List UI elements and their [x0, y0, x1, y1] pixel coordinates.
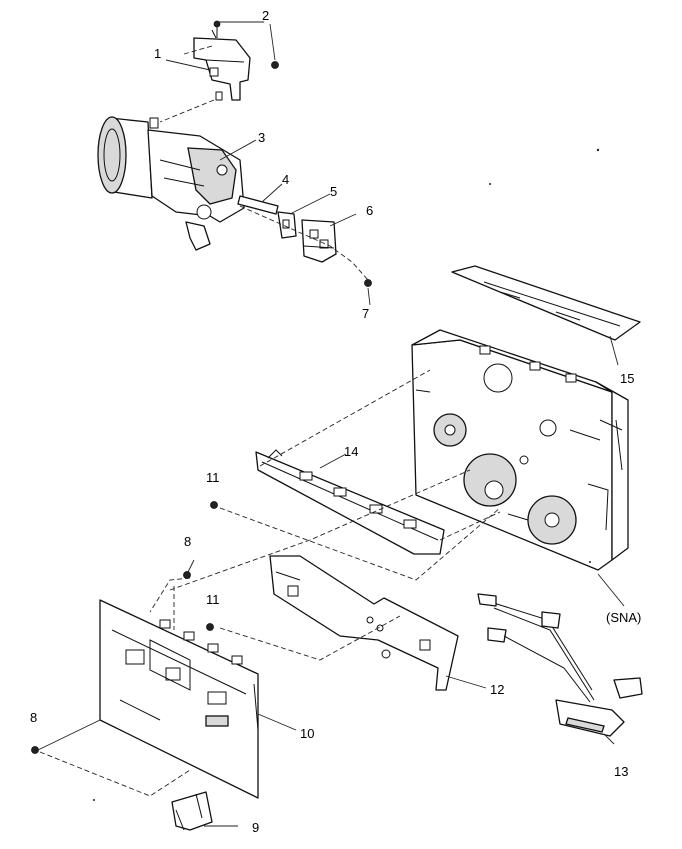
- part-7-screw: [364, 279, 372, 287]
- callout-2: 2: [262, 8, 269, 23]
- part-5-clip: [277, 211, 297, 239]
- callout-9: 9: [252, 820, 259, 835]
- screw-11-lower: [206, 623, 214, 631]
- alignment-lines: [39, 45, 501, 797]
- callout-12: 12: [490, 682, 504, 697]
- callout-8-upper: 8: [184, 534, 191, 549]
- screw-8-lower: [31, 746, 39, 754]
- screw-8-upper: [183, 571, 191, 579]
- part-sna-mechanism-chassis: [411, 329, 629, 571]
- callout-13: 13: [614, 764, 628, 779]
- callout-11-upper: 11: [206, 470, 220, 485]
- callouts: 1 2 3 4 5 6 7 8 8 9 10 11 11 12 13 14 15…: [30, 8, 641, 835]
- callout-8-lower: 8: [30, 710, 37, 725]
- callout-6: 6: [366, 203, 373, 218]
- scan-specks: [93, 148, 600, 801]
- callout-sna: (SNA): [606, 610, 641, 625]
- callout-4: 4: [282, 172, 289, 187]
- part-9-connector: [171, 791, 213, 831]
- part-6-head-plate: [301, 219, 337, 263]
- part-2-screws: [213, 20, 279, 69]
- leader-lines: [37, 21, 625, 827]
- callout-3: 3: [258, 130, 265, 145]
- callout-1: 1: [154, 46, 161, 61]
- callout-15: 15: [620, 371, 634, 386]
- callout-5: 5: [330, 184, 337, 199]
- part-13-harness: [477, 593, 643, 737]
- screws-8-11: [31, 501, 218, 754]
- part-12-plate: [269, 555, 459, 691]
- part-10-circuit-board: [99, 599, 259, 799]
- callout-10: 10: [300, 726, 314, 741]
- callout-11-lower: 11: [206, 592, 220, 607]
- part-4-strip: [237, 195, 279, 215]
- part-1-bracket: [193, 29, 251, 101]
- part-3-drum-assembly: [97, 116, 245, 251]
- callout-14: 14: [344, 444, 358, 459]
- callout-7: 7: [362, 306, 369, 321]
- part-15-guide-plate: [451, 265, 641, 341]
- screw-11-upper: [210, 501, 218, 509]
- part-14-bracket: [255, 449, 445, 555]
